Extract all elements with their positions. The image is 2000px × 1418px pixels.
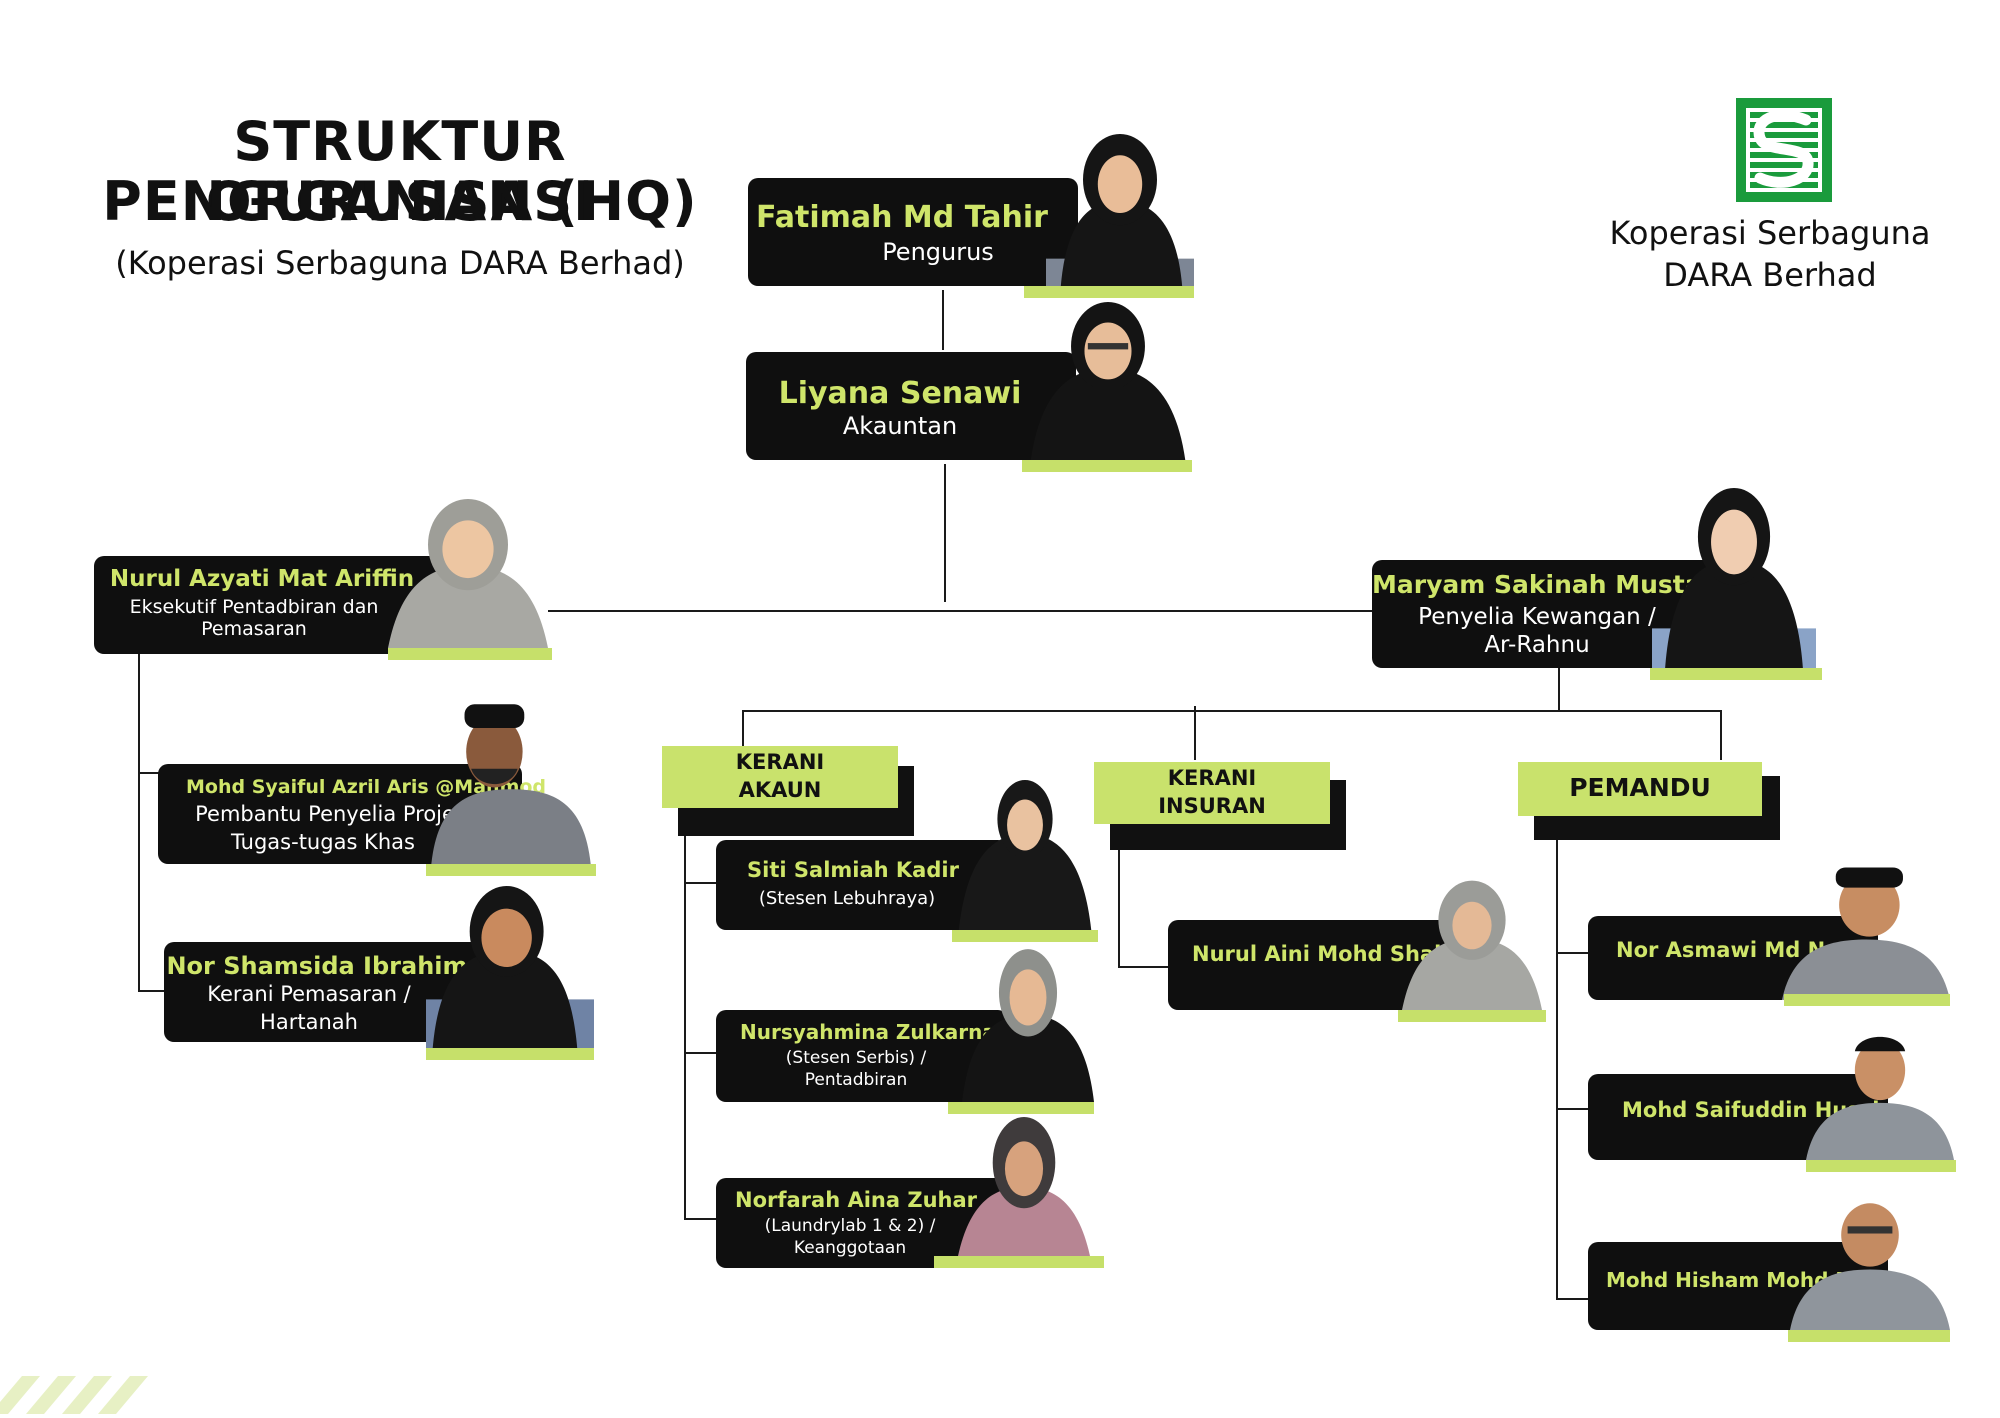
accent-bar xyxy=(426,864,596,876)
accent-bar xyxy=(1022,460,1192,472)
connector-line xyxy=(742,710,1722,712)
person-photo-salmiah xyxy=(956,780,1094,930)
person-role: Akauntan xyxy=(842,412,958,440)
person-role: Ar-Rahnu xyxy=(1484,632,1590,658)
person-name: Siti Salmiah Kadir xyxy=(747,858,959,882)
person-role: Pentadbiran xyxy=(804,1070,908,1090)
person-card-fatimah: Fatimah Md Tahir Pengurus xyxy=(748,178,1078,286)
connector-line xyxy=(1556,1108,1588,1110)
person-role: (Laundrylab 1 & 2) / xyxy=(764,1216,936,1236)
connector-line xyxy=(138,990,166,992)
person-photo-norfarah xyxy=(956,1114,1092,1266)
connector-line xyxy=(684,1218,718,1220)
person-role: Pembantu Penyelia Projek / xyxy=(195,802,481,826)
accent-bar xyxy=(1806,1160,1956,1172)
person-card-maryam: Maryam Sakinah Mustafa Penyelia Kewangan… xyxy=(1372,560,1730,668)
person-card-liyana: Liyana Senawi Akauntan xyxy=(746,352,1076,460)
person-photo-liyana xyxy=(1024,302,1192,460)
accent-bar xyxy=(1788,1330,1950,1342)
connector-line xyxy=(1118,834,1120,968)
person-name: Nurul Azyati Mat Ariffin xyxy=(109,566,415,592)
connector-line xyxy=(684,1052,718,1054)
person-photo-nurul-azyati xyxy=(388,496,548,648)
connector-line xyxy=(138,654,140,992)
person-photo-nurul-aini xyxy=(1402,878,1542,1010)
connector-line xyxy=(138,772,160,774)
person-name: Nursyahmina Zulkarnain xyxy=(740,1020,1017,1044)
accent-bar xyxy=(1398,1010,1546,1022)
person-role: Kerani Pemasaran / xyxy=(207,982,411,1006)
connector-line xyxy=(944,464,946,602)
person-photo-hisham xyxy=(1790,1186,1950,1330)
person-role: Pemasaran xyxy=(201,618,307,640)
person-photo-saifuddin xyxy=(1806,1024,1954,1160)
person-card-nursyahmina: Nursyahmina Zulkarnain (Stesen Serbis) /… xyxy=(716,1010,1017,1102)
person-role: (Stesen Lebuhraya) xyxy=(758,888,936,909)
connector-line xyxy=(1556,952,1588,954)
connector-line xyxy=(1118,966,1168,968)
accent-bar xyxy=(1650,668,1822,680)
accent-bar xyxy=(426,1048,594,1060)
person-name: Nor Shamsida Ibrahim xyxy=(166,952,468,980)
person-role: Hartanah xyxy=(260,1010,358,1034)
connector-line xyxy=(1194,706,1196,760)
person-role: Pengurus xyxy=(882,238,994,266)
accent-bar xyxy=(934,1256,1104,1268)
connector-line xyxy=(684,816,686,1220)
person-card-nurul-azyati: Nurul Azyati Mat Ariffin Eksekutif Penta… xyxy=(94,556,444,654)
person-photo-shamsida xyxy=(426,886,594,1048)
koperasi-s-logo-icon xyxy=(1736,98,1832,202)
accent-bar xyxy=(1784,994,1950,1006)
connector-line xyxy=(548,610,1382,612)
person-photo-fatimah xyxy=(1046,134,1194,286)
person-name: Mohd Syaiful Azril Aris @Mahmod xyxy=(186,776,547,798)
page-title-line1: STRUKTUR ORGANISASI xyxy=(205,110,595,233)
person-role: Eksekutif Pentadbiran dan xyxy=(129,596,379,618)
connector-line xyxy=(684,882,718,884)
person-photo-syaiful xyxy=(428,694,594,864)
connector-line xyxy=(1558,668,1560,712)
connector-line xyxy=(1720,710,1722,760)
accent-bar xyxy=(952,930,1098,942)
connector-line xyxy=(942,290,944,350)
logo-name: Koperasi Serbaguna DARA Berhad xyxy=(1609,214,1931,294)
decorative-stripes xyxy=(0,1376,150,1414)
connector-line xyxy=(742,710,744,750)
page-subtitle: (Koperasi Serbaguna DARA Berhad) xyxy=(115,244,685,282)
person-name: Fatimah Md Tahir xyxy=(756,200,1048,235)
connector-line xyxy=(1556,1298,1588,1300)
person-card-salmiah: Siti Salmiah Kadir (Stesen Lebuhraya) xyxy=(716,840,1008,930)
person-role: Penyelia Kewangan / xyxy=(1418,604,1656,630)
person-role: (Stesen Serbis) / xyxy=(785,1048,927,1068)
person-name: Liyana Senawi xyxy=(778,376,1022,411)
connector-line xyxy=(1556,840,1558,1300)
person-photo-asmawi xyxy=(1782,856,1950,1000)
person-role: Keanggotaan xyxy=(793,1238,907,1258)
person-role: Tugas-tugas Khas xyxy=(231,830,415,854)
accent-bar xyxy=(1024,286,1194,298)
person-photo-nursyahmina xyxy=(962,946,1094,1102)
person-card-norfarah: Norfarah Aina Zuhar (Laundrylab 1 & 2) /… xyxy=(716,1178,1008,1268)
person-name: Maryam Sakinah Mustafa xyxy=(1372,570,1730,599)
accent-bar xyxy=(388,648,552,660)
page-title-line2: PENGURUSAN (HQ) xyxy=(102,170,698,233)
person-name: Norfarah Aina Zuhar xyxy=(735,1188,977,1212)
person-photo-maryam xyxy=(1652,488,1816,668)
accent-bar xyxy=(948,1102,1094,1114)
